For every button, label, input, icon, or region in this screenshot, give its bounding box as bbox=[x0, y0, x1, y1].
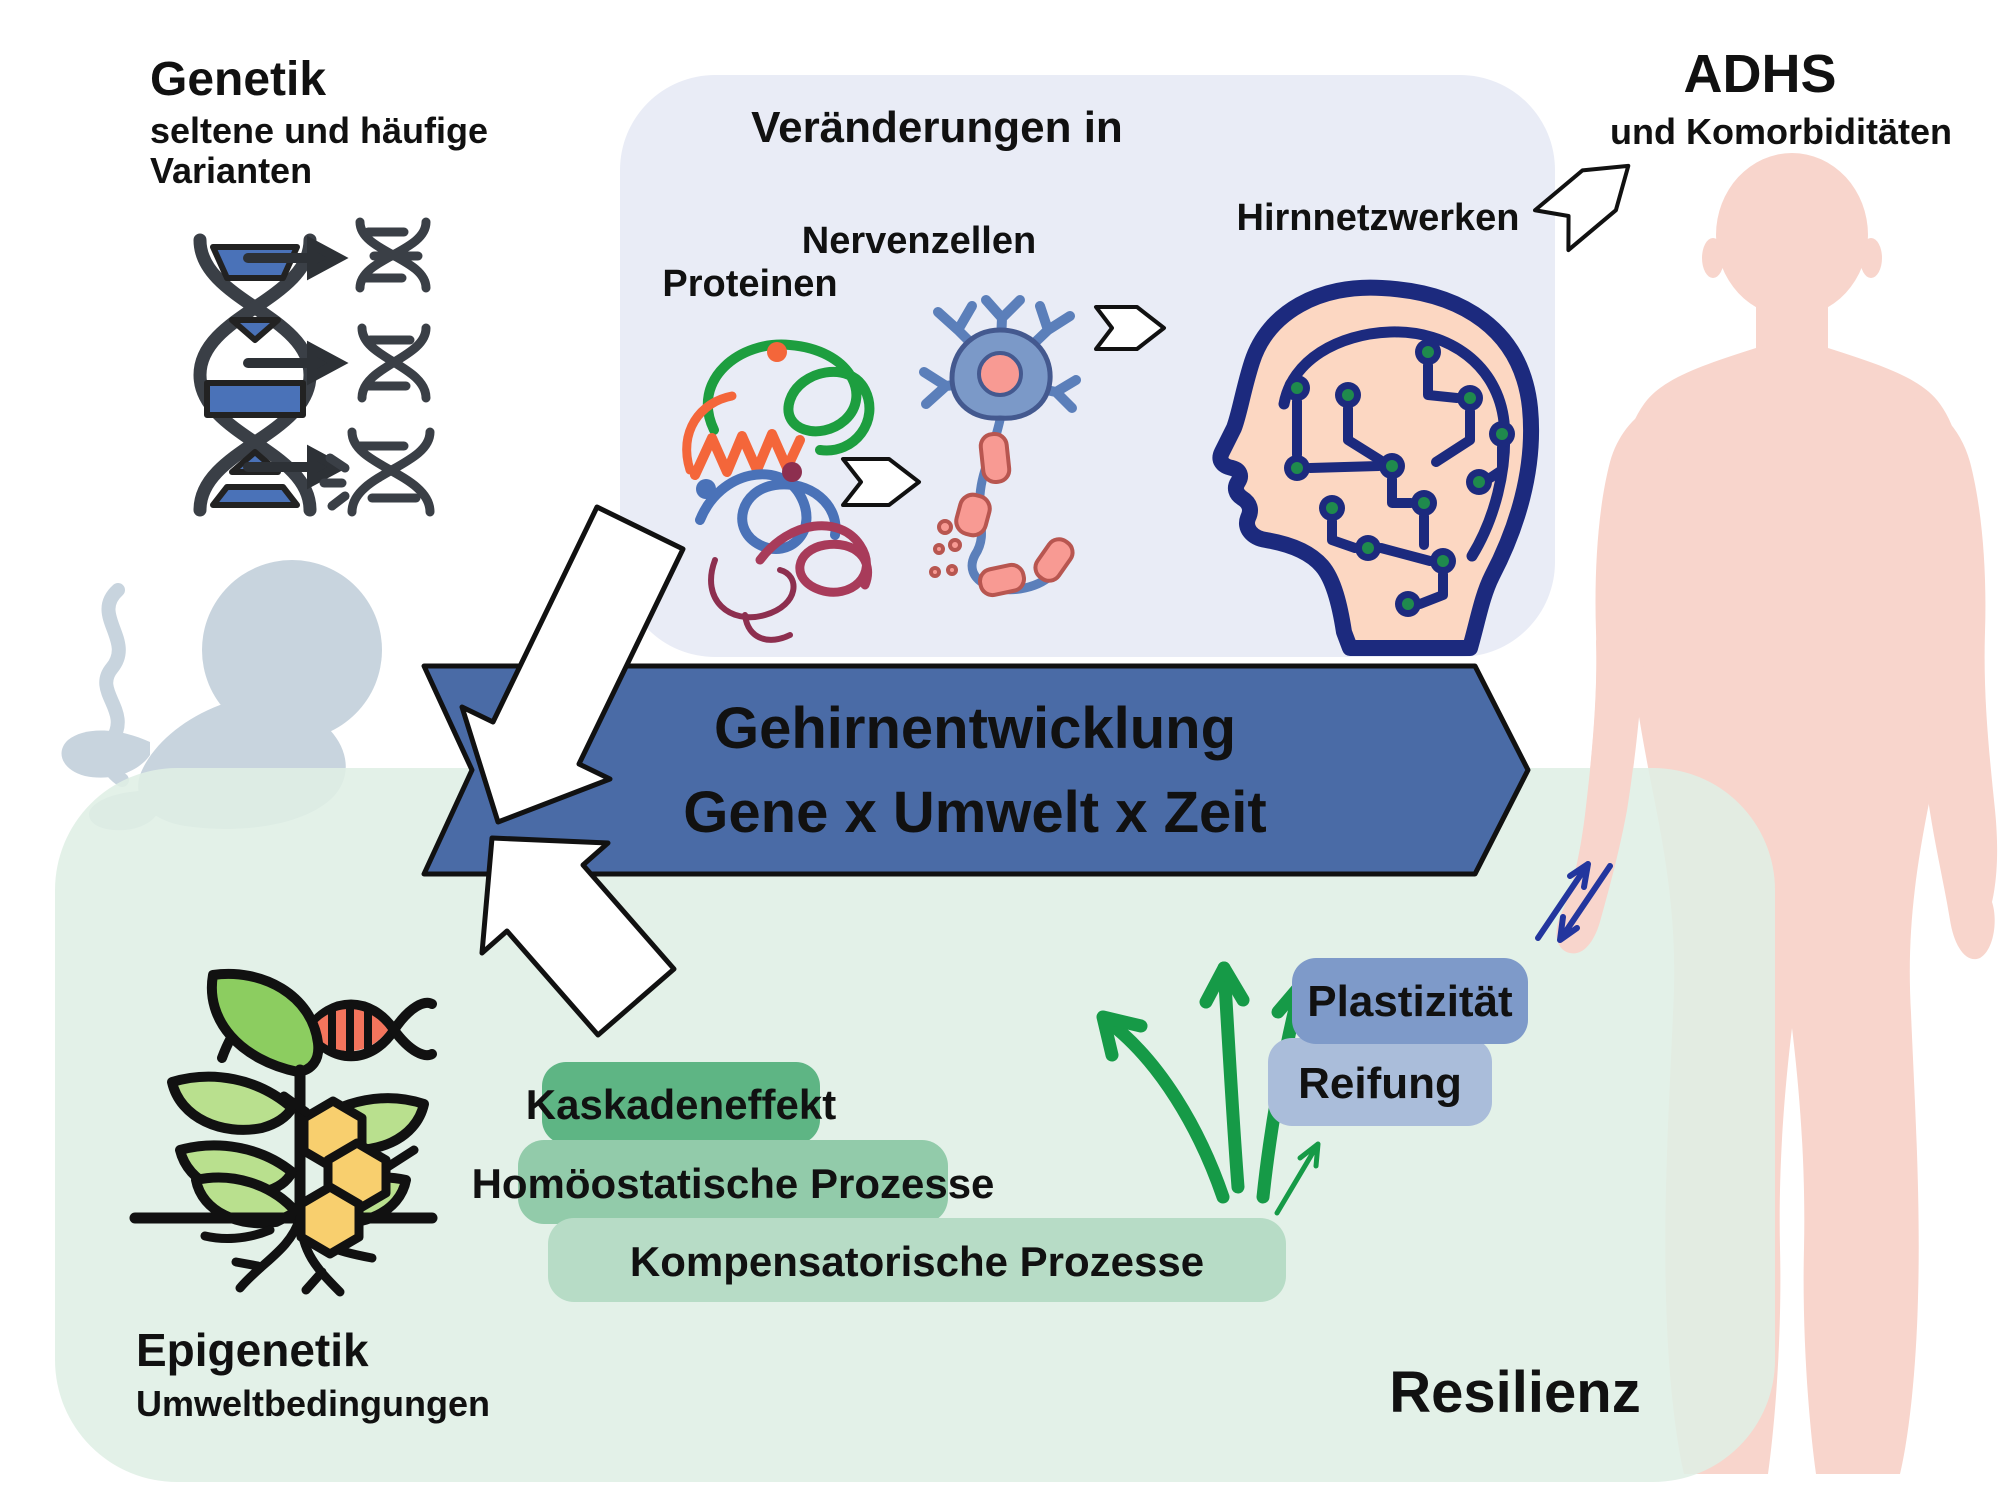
resilience-label: Resilienz bbox=[1389, 1360, 1640, 1425]
protein-icon bbox=[682, 339, 875, 643]
process-boxes: Kaskadeneffekt Homöostatische Prozesse K… bbox=[472, 1062, 1286, 1302]
maturation-label: Reifung bbox=[1298, 1059, 1462, 1108]
plasticity-label: Plastizität bbox=[1307, 977, 1513, 1026]
dna-variant-icons bbox=[319, 217, 435, 517]
genetics-label-block: Genetik seltene und häufige Varianten bbox=[150, 53, 488, 191]
neuron-to-network-chevron bbox=[1094, 305, 1166, 351]
maturation-box bbox=[1268, 1038, 1492, 1126]
circuit-nodes bbox=[1284, 339, 1515, 617]
homeostatic-label: Homöostatische Prozesse bbox=[472, 1160, 995, 1207]
compensatory-box bbox=[548, 1218, 1286, 1302]
fetus-arm bbox=[210, 728, 255, 779]
leaf-left-1 bbox=[167, 1071, 297, 1135]
body-arm-right bbox=[1876, 396, 1998, 960]
blue-exchange-arrows bbox=[1535, 861, 1613, 943]
fetus-leg bbox=[61, 730, 150, 778]
adhs-title: ADHS bbox=[1683, 44, 1836, 104]
development-banner: Gehirnentwicklung Gene x Umwelt x Zeit bbox=[421, 663, 1531, 877]
network-label: Hirnnetzwerken bbox=[1237, 197, 1520, 239]
genetics-title: Genetik bbox=[150, 53, 326, 106]
genetics-subtitle-2: Varianten bbox=[150, 150, 312, 191]
outcome-boxes: Plastizität Reifung bbox=[1268, 958, 1528, 1126]
plasticity-box bbox=[1292, 958, 1528, 1044]
adhs-subtitle: und Komorbiditäten bbox=[1610, 111, 1952, 152]
top-leaf bbox=[206, 968, 324, 1077]
protein-to-neuron-chevron bbox=[841, 457, 921, 507]
changes-title: Veränderungen in bbox=[751, 103, 1123, 152]
brain-circuit-head-icon bbox=[1212, 279, 1540, 656]
body-leg-gap bbox=[1779, 1034, 1805, 1468]
cascade-box bbox=[542, 1062, 820, 1144]
genetics-subtitle-1: seltene und häufige bbox=[150, 110, 488, 151]
fetus-head bbox=[202, 560, 382, 740]
network-to-adhs-chevron bbox=[1532, 163, 1631, 253]
epigenetics-plant-icon bbox=[129, 968, 438, 1297]
up-left-block-arrow bbox=[479, 835, 677, 1038]
small-growth-arrow bbox=[1274, 1141, 1321, 1216]
methyl-hexagons bbox=[296, 1096, 391, 1259]
variant-arrows bbox=[243, 235, 349, 490]
compensatory-label: Kompensatorische Prozesse bbox=[630, 1238, 1204, 1285]
protein-label: Proteinen bbox=[662, 263, 837, 305]
cascade-label: Kaskadeneffekt bbox=[526, 1081, 836, 1128]
banner-arrow-shape bbox=[421, 663, 1531, 877]
body-head bbox=[1716, 153, 1868, 317]
body-ear-left bbox=[1702, 238, 1724, 278]
down-left-block-arrow bbox=[459, 504, 686, 825]
body-ear-right bbox=[1860, 238, 1882, 278]
banner-line2: Gene x Umwelt x Zeit bbox=[683, 780, 1266, 845]
banner-line1: Gehirnentwicklung bbox=[714, 696, 1236, 761]
white-block-arrows bbox=[459, 504, 686, 1038]
myelin-segments bbox=[929, 431, 1075, 598]
epigenetics-subtitle: Umweltbedingungen bbox=[136, 1383, 490, 1424]
flow-chevron-icons bbox=[841, 163, 1631, 507]
nucleus bbox=[977, 351, 1023, 397]
neuron-icon bbox=[919, 295, 1081, 598]
neuron-label: Nervenzellen bbox=[802, 220, 1036, 262]
epigenetics-title: Epigenetik bbox=[136, 1324, 369, 1376]
circuit-traces bbox=[1292, 360, 1507, 609]
homeostatic-box bbox=[518, 1140, 948, 1224]
